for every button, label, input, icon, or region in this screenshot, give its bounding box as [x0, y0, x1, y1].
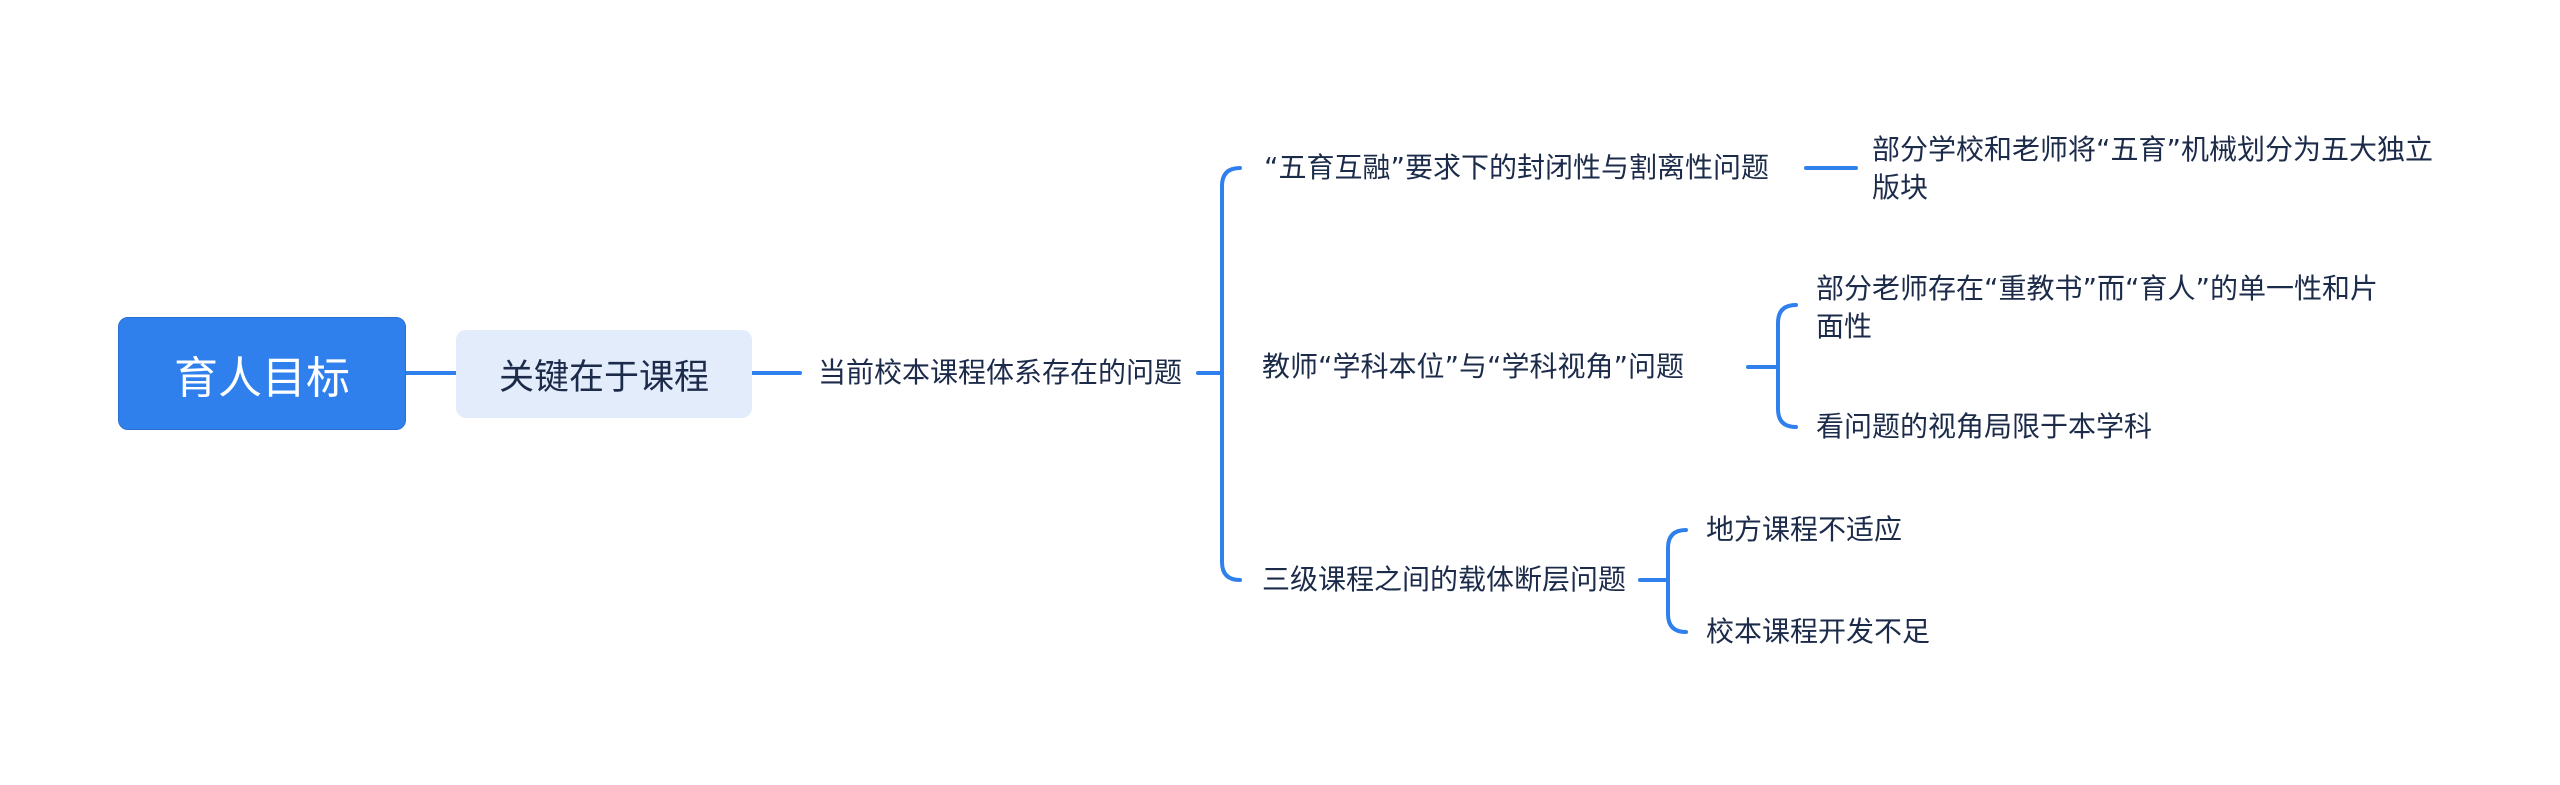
connector-level2-branches	[1196, 166, 1242, 582]
level1-node[interactable]: 关键在于课程	[456, 330, 752, 418]
connector-branch3-children	[1638, 528, 1688, 634]
leaf-node-3-1[interactable]: 地方课程不适应	[1706, 513, 1903, 546]
leaf-node-2-1[interactable]: 部分老师存在“重教书”而“育人”的单一性和片面性	[1816, 272, 2379, 343]
leaf-node-1-1[interactable]: 部分学校和老师将“五育”机械划分为五大独立版块	[1872, 133, 2434, 204]
branch-node-3[interactable]: 三级课程之间的载体断层问题	[1262, 563, 1627, 596]
leaf-node-3-2[interactable]: 校本课程开发不足	[1706, 615, 1931, 648]
leaf-node-2-2[interactable]: 看问题的视角局限于本学科	[1816, 410, 2153, 443]
level2-node[interactable]: 当前校本课程体系存在的问题	[818, 356, 1183, 389]
connector-branch2-children	[1746, 303, 1798, 429]
branch-node-1[interactable]: “五育互融”要求下的封闭性与割离性问题	[1264, 151, 1770, 184]
branch-node-2[interactable]: 教师“学科本位”与“学科视角”问题	[1262, 350, 1685, 383]
root-node[interactable]: 育人目标	[118, 317, 406, 430]
